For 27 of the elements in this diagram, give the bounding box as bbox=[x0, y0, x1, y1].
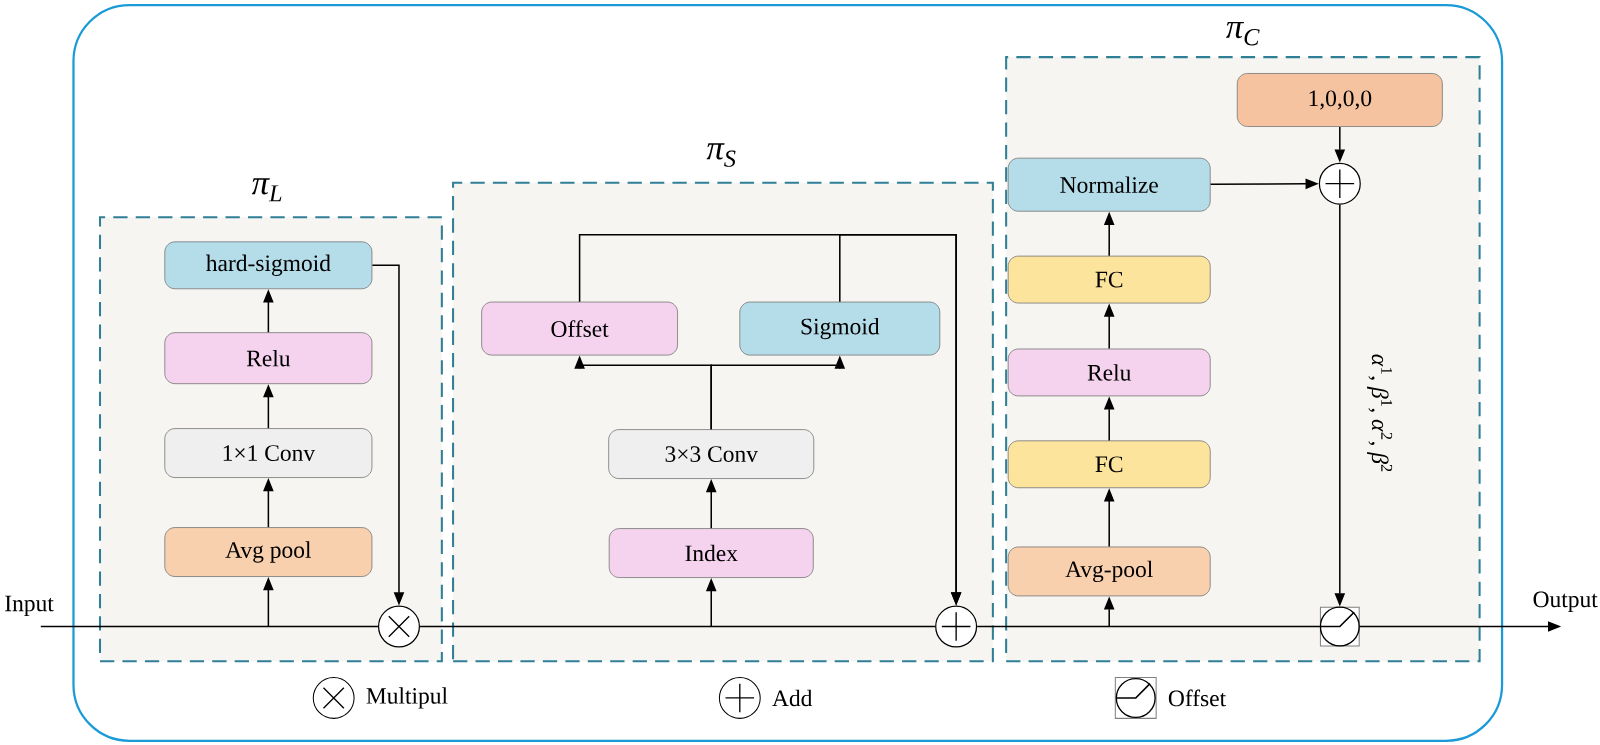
process-box: Normalize bbox=[1007, 157, 1211, 212]
node-label: π$_{C}$ bbox=[1226, 21, 1260, 46]
process-box: Index bbox=[608, 528, 814, 578]
process-box: FC bbox=[1007, 255, 1211, 304]
edge-label: α$^{1}$, β$^{1}$, α$^{2}$, β$^{2}$ bbox=[1365, 351, 1395, 475]
process-box: Relu bbox=[1007, 348, 1211, 397]
multiply-symbol bbox=[377, 605, 420, 648]
process-box: hard-sigmoid bbox=[164, 241, 373, 290]
offset-symbol bbox=[1319, 606, 1360, 647]
add-symbol bbox=[935, 605, 978, 648]
process-box: 1,0,0,0 bbox=[1236, 73, 1443, 127]
node-label: π$_{L}$ bbox=[251, 178, 282, 202]
io-label: Output bbox=[1533, 591, 1598, 613]
legend-label: Offset bbox=[1168, 689, 1226, 707]
node-label: π$_{S}$ bbox=[706, 143, 736, 167]
io-label: Input bbox=[5, 595, 54, 617]
process-box: Offset bbox=[481, 301, 678, 356]
process-box: Relu bbox=[164, 332, 373, 385]
process-box: 1×1 Conv bbox=[164, 428, 373, 478]
process-box: 3×3 Conv bbox=[608, 429, 815, 480]
process-box: Avg-pool bbox=[1007, 546, 1211, 597]
legend-label: Add bbox=[772, 689, 813, 707]
process-box: FC bbox=[1007, 440, 1211, 489]
process-box: Avg pool bbox=[164, 527, 373, 577]
process-box: Sigmoid bbox=[739, 301, 941, 356]
add-symbol bbox=[1318, 162, 1361, 205]
legend-label: Multipul bbox=[366, 687, 448, 709]
